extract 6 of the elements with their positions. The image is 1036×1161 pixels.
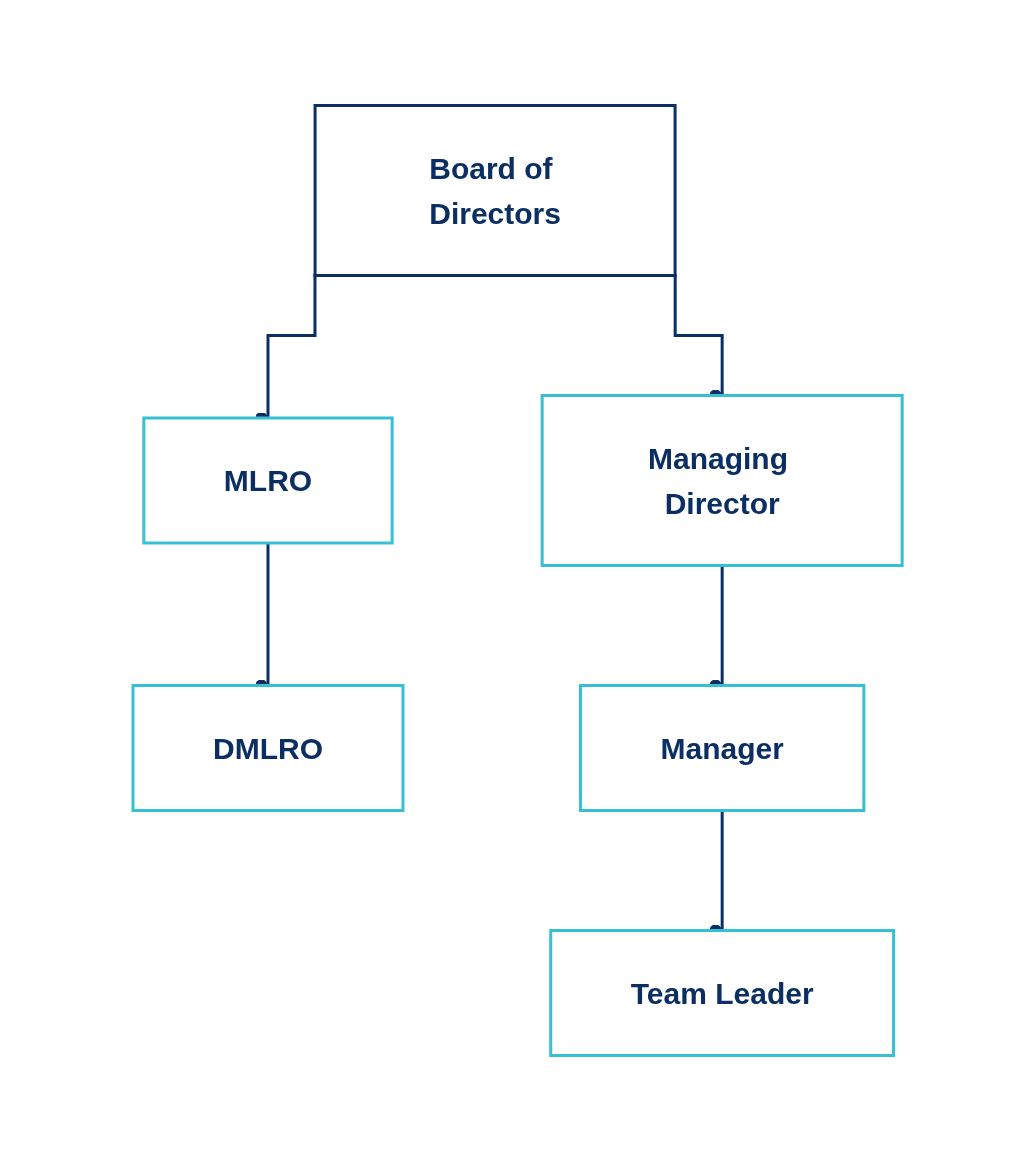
node-box: Board of Directors (314, 104, 677, 277)
node-box: DMLRO (131, 684, 405, 812)
node-box: Managing Director (541, 394, 905, 567)
node-box: MLRO (142, 416, 395, 545)
node-box: Team Leader (549, 929, 896, 1057)
node-box: Manager (579, 684, 866, 812)
